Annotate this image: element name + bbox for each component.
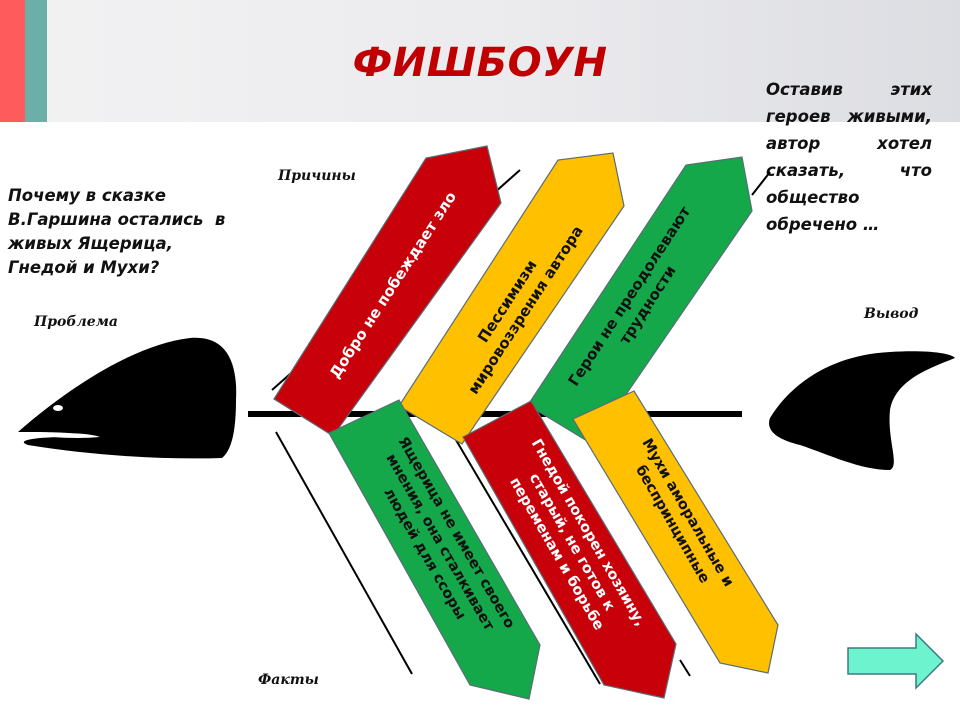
slide-title: ФИШБОУН [352,40,608,86]
conclusion-label: Вывод [864,306,919,322]
next-slide-button[interactable] [846,632,946,690]
accent-stripe-red [0,0,25,122]
causes-label: Причины [278,168,356,184]
fish-tail-icon [769,351,955,470]
fish-head-icon [18,337,237,459]
fact-bone-line [275,431,413,675]
question-line: В.Гаршина остались в [8,210,226,229]
fact-bone-line [679,659,691,677]
right-arrow-icon [847,632,945,690]
question-line: живых Ящерица, [8,234,173,253]
question-line: Гнедой и Мухи? [8,258,160,277]
problem-question: Почему в сказке В.Гаршина остались в жив… [8,184,258,280]
question-line: Почему в сказке [8,186,166,205]
problem-label: Проблема [34,314,118,330]
cause-bone-line [751,171,771,196]
accent-stripe-teal [25,0,47,122]
fact-bone-line [455,439,601,685]
slide-header [0,0,960,122]
facts-label: Факты [258,672,319,688]
conclusion-text: Оставив этих героев живыми, автор хотел … [766,80,932,234]
